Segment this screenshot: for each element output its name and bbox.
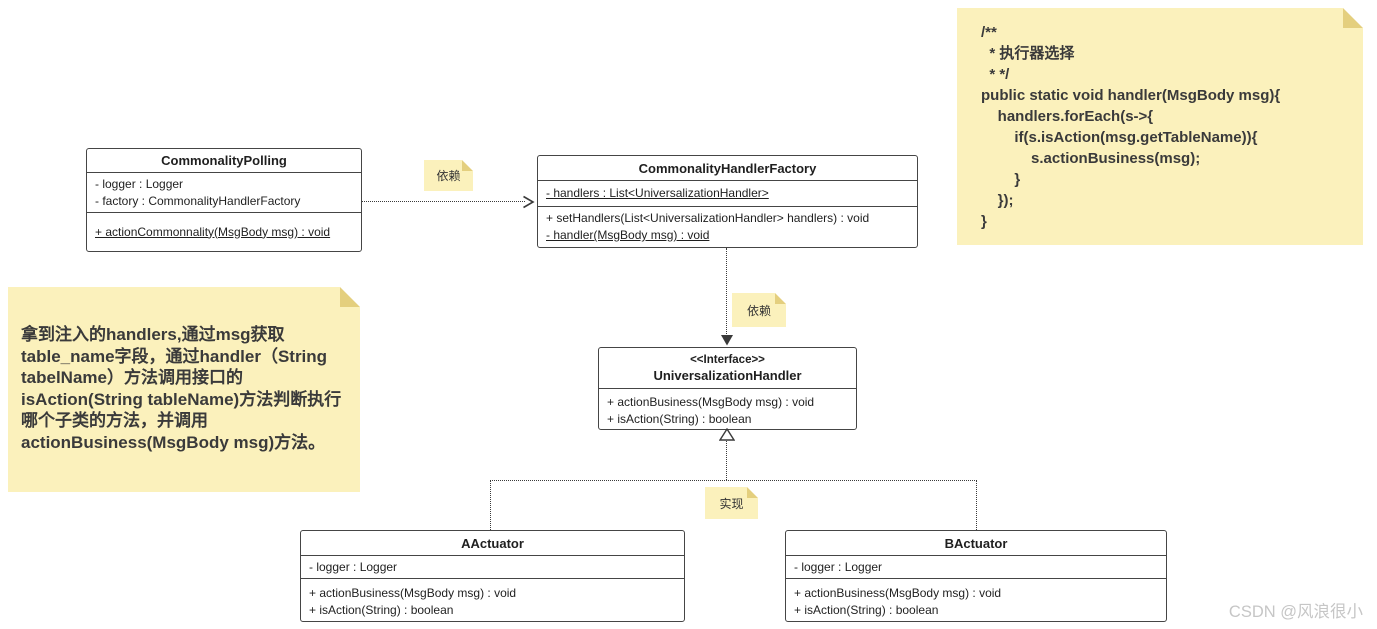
class-title: CommonalityPolling xyxy=(87,149,361,173)
dependency-edge-factory-interface xyxy=(726,248,727,336)
class-method: + actionBusiness(MsgBody msg) : void xyxy=(794,586,1002,600)
class-attributes-section: - logger : Logger - factory : Commonalit… xyxy=(87,173,361,213)
realization-edge-a-actuator xyxy=(490,480,491,530)
class-box-b-actuator: BActuator - logger : Logger + actionBusi… xyxy=(785,530,1167,622)
class-method: + setHandlers(List<UniversalizationHandl… xyxy=(546,211,870,225)
realization-edge-horizontal xyxy=(490,480,977,481)
class-box-universalization-handler: <<Interface>> UniversalizationHandler + … xyxy=(598,347,857,430)
class-methods-section: + actionBusiness(MsgBody msg) : void + i… xyxy=(786,579,1166,621)
realization-edge-stem xyxy=(726,441,727,480)
sticky-note-description: 拿到注入的handlers,通过msg获取 table_name字段，通过han… xyxy=(8,287,360,492)
edge-label-note-dependency-1: 依赖 xyxy=(424,160,473,191)
class-method: + isAction(String) : boolean xyxy=(607,412,752,426)
class-method: - handler(MsgBody msg) : void xyxy=(546,228,710,242)
class-attribute: - logger : Logger xyxy=(309,559,398,574)
class-method: + isAction(String) : boolean xyxy=(309,603,454,617)
class-attributes-section: - logger : Logger xyxy=(301,556,684,579)
class-method: + actionCommonnality(MsgBody msg) : void xyxy=(95,224,331,239)
class-attribute: - logger : Logger xyxy=(95,177,184,191)
class-method: + actionBusiness(MsgBody msg) : void xyxy=(309,586,517,600)
class-title: BActuator xyxy=(786,531,1166,556)
class-methods-section: + setHandlers(List<UniversalizationHandl… xyxy=(538,207,917,247)
class-box-commonality-handler-factory: CommonalityHandlerFactory - handlers : L… xyxy=(537,155,918,248)
open-arrowhead-icon xyxy=(522,195,535,209)
class-title-block: <<Interface>> UniversalizationHandler xyxy=(599,348,856,389)
sticky-note-handler-code: /** * 执行器选择 * */ public static void hand… xyxy=(957,8,1363,245)
class-methods-section: + actionBusiness(MsgBody msg) : void + i… xyxy=(301,579,684,621)
class-methods-section: + actionBusiness(MsgBody msg) : void + i… xyxy=(599,389,856,429)
realization-edge-b-actuator xyxy=(976,480,977,530)
class-method: + isAction(String) : boolean xyxy=(794,603,939,617)
interface-stereotype: <<Interface>> xyxy=(690,354,765,366)
class-box-commonality-polling: CommonalityPolling - logger : Logger - f… xyxy=(86,148,362,252)
class-method: + actionBusiness(MsgBody msg) : void xyxy=(607,395,815,409)
class-title: CommonalityHandlerFactory xyxy=(538,156,917,181)
class-attributes-section: - logger : Logger xyxy=(786,556,1166,579)
class-title: UniversalizationHandler xyxy=(653,368,802,383)
class-attributes-section: - handlers : List<UniversalizationHandle… xyxy=(538,181,917,207)
edge-label-note-realization: 实现 xyxy=(705,487,758,519)
dependency-edge-polling-factory xyxy=(362,201,525,202)
csdn-watermark: CSDN @风浪很小 xyxy=(1228,603,1363,621)
class-box-a-actuator: AActuator - logger : Logger + actionBusi… xyxy=(300,530,685,622)
class-attribute: - factory : CommonalityHandlerFactory xyxy=(95,194,301,208)
class-title: AActuator xyxy=(301,531,684,556)
edge-label-note-dependency-2: 依赖 xyxy=(732,293,786,327)
hollow-triangle-arrowhead-icon xyxy=(718,427,736,441)
class-methods-section: + actionCommonnality(MsgBody msg) : void xyxy=(87,213,361,251)
class-attribute: - handlers : List<UniversalizationHandle… xyxy=(546,186,769,200)
class-attribute: - logger : Logger xyxy=(794,559,883,574)
filled-arrowhead-icon xyxy=(720,335,734,346)
